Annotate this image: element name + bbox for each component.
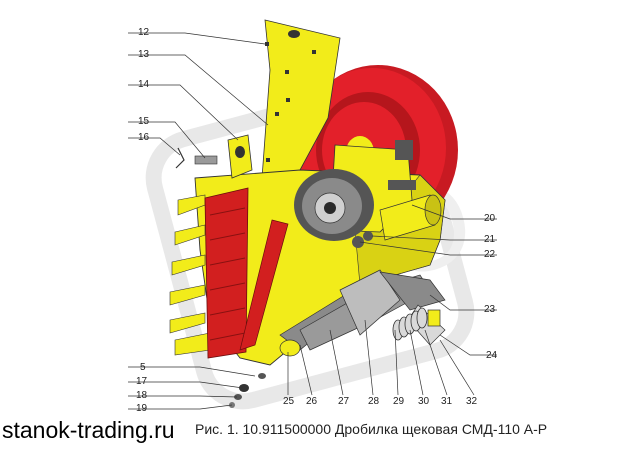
callout-26: 26 (306, 396, 318, 407)
callout-21: 21 (484, 234, 496, 245)
callout-12: 12 (138, 27, 150, 38)
callout-5: 5 (140, 362, 146, 373)
callout-25: 25 (283, 396, 295, 407)
callout-27: 27 (338, 396, 350, 407)
callout-22: 22 (484, 249, 496, 260)
callout-20: 20 (484, 213, 496, 224)
leader-lines (128, 32, 497, 410)
callout-31: 31 (441, 396, 453, 407)
figure-caption: Рис. 1. 10.911500000 Дробилка щековая СМ… (195, 421, 548, 437)
callout-28: 28 (368, 396, 380, 407)
callout-19: 19 (136, 403, 148, 414)
callout-17: 17 (136, 376, 148, 387)
movable-jaw-plate (239, 219, 289, 351)
callout-14: 14 (138, 79, 150, 90)
callout-30: 30 (418, 396, 430, 407)
callout-23: 23 (484, 304, 496, 315)
eccentric-shaft (379, 194, 442, 241)
callout-24: 24 (486, 350, 498, 361)
callout-15: 15 (138, 116, 150, 127)
pivot-bracket (175, 134, 253, 179)
site-watermark-text: stanok-trading.ru (2, 417, 175, 443)
callout-16: 16 (138, 132, 150, 143)
callout-18: 18 (136, 390, 148, 401)
callout-29: 29 (393, 396, 405, 407)
callout-13: 13 (138, 49, 150, 60)
callout-32: 32 (466, 396, 478, 407)
fixed-jaw-plate (204, 187, 249, 359)
tension-assembly (279, 231, 446, 357)
